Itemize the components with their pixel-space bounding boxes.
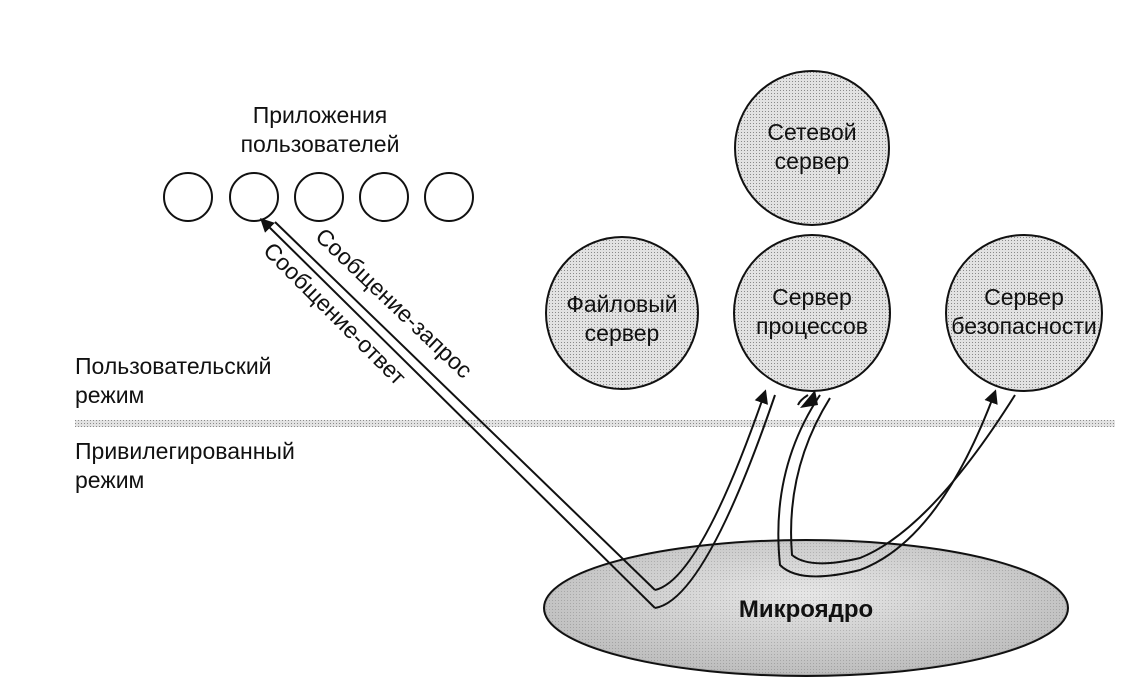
user-mode-line2: режим <box>75 382 145 408</box>
user-app-circle <box>424 172 474 222</box>
reply-arrow <box>260 218 656 609</box>
network-server-line1: Сетевой <box>767 119 857 145</box>
mode-divider <box>75 420 1115 427</box>
security-server-label: Сервер безопасности <box>951 283 1096 341</box>
file-server-line2: сервер <box>584 320 660 346</box>
microkernel-texture <box>546 542 1066 674</box>
user-apps-label-line2: пользователей <box>240 131 400 157</box>
network-server-label: Сетевой сервер <box>767 118 856 176</box>
network-server-circle <box>734 70 890 226</box>
process-return-arrowhead <box>800 390 818 408</box>
process-server-circle <box>733 234 891 392</box>
microkernel-label: Микроядро <box>738 596 874 623</box>
network-server-line2: сервер <box>774 148 850 174</box>
privileged-mode-label: Привилегированный режим <box>75 437 295 495</box>
user-app-circle <box>359 172 409 222</box>
user-mode-label: Пользовательский режим <box>75 352 272 410</box>
user-apps-label: Приложения пользователей <box>241 101 400 159</box>
process-server-label: Сервер процессов <box>756 283 868 341</box>
user-app-circle <box>294 172 344 222</box>
kernel-to-process-arrow <box>654 389 768 591</box>
process-to-kernel-arrow-inner <box>790 394 1016 565</box>
file-server-circle <box>545 236 699 390</box>
process-server-line1: Сервер <box>772 284 852 310</box>
kernel-to-process-arrow-inner <box>654 394 776 609</box>
privileged-mode-line1: Привилегированный <box>75 438 295 464</box>
security-server-circle <box>945 234 1103 392</box>
file-server-label: Файловый сервер <box>566 290 677 348</box>
user-mode-line1: Пользовательский <box>75 353 272 379</box>
request-arrow <box>274 221 656 591</box>
privileged-mode-line2: режим <box>75 467 145 493</box>
user-apps-label-line1: Приложения <box>252 102 388 128</box>
user-app-circle <box>229 172 279 222</box>
user-app-circle <box>163 172 213 222</box>
user-app-circles <box>163 172 474 222</box>
process-server-line2: процессов <box>755 313 869 339</box>
file-server-line1: Файловый <box>566 291 678 317</box>
process-to-kernel-arrow <box>777 389 998 578</box>
security-server-line2: безопасности <box>951 313 1097 339</box>
security-server-line1: Сервер <box>984 284 1064 310</box>
